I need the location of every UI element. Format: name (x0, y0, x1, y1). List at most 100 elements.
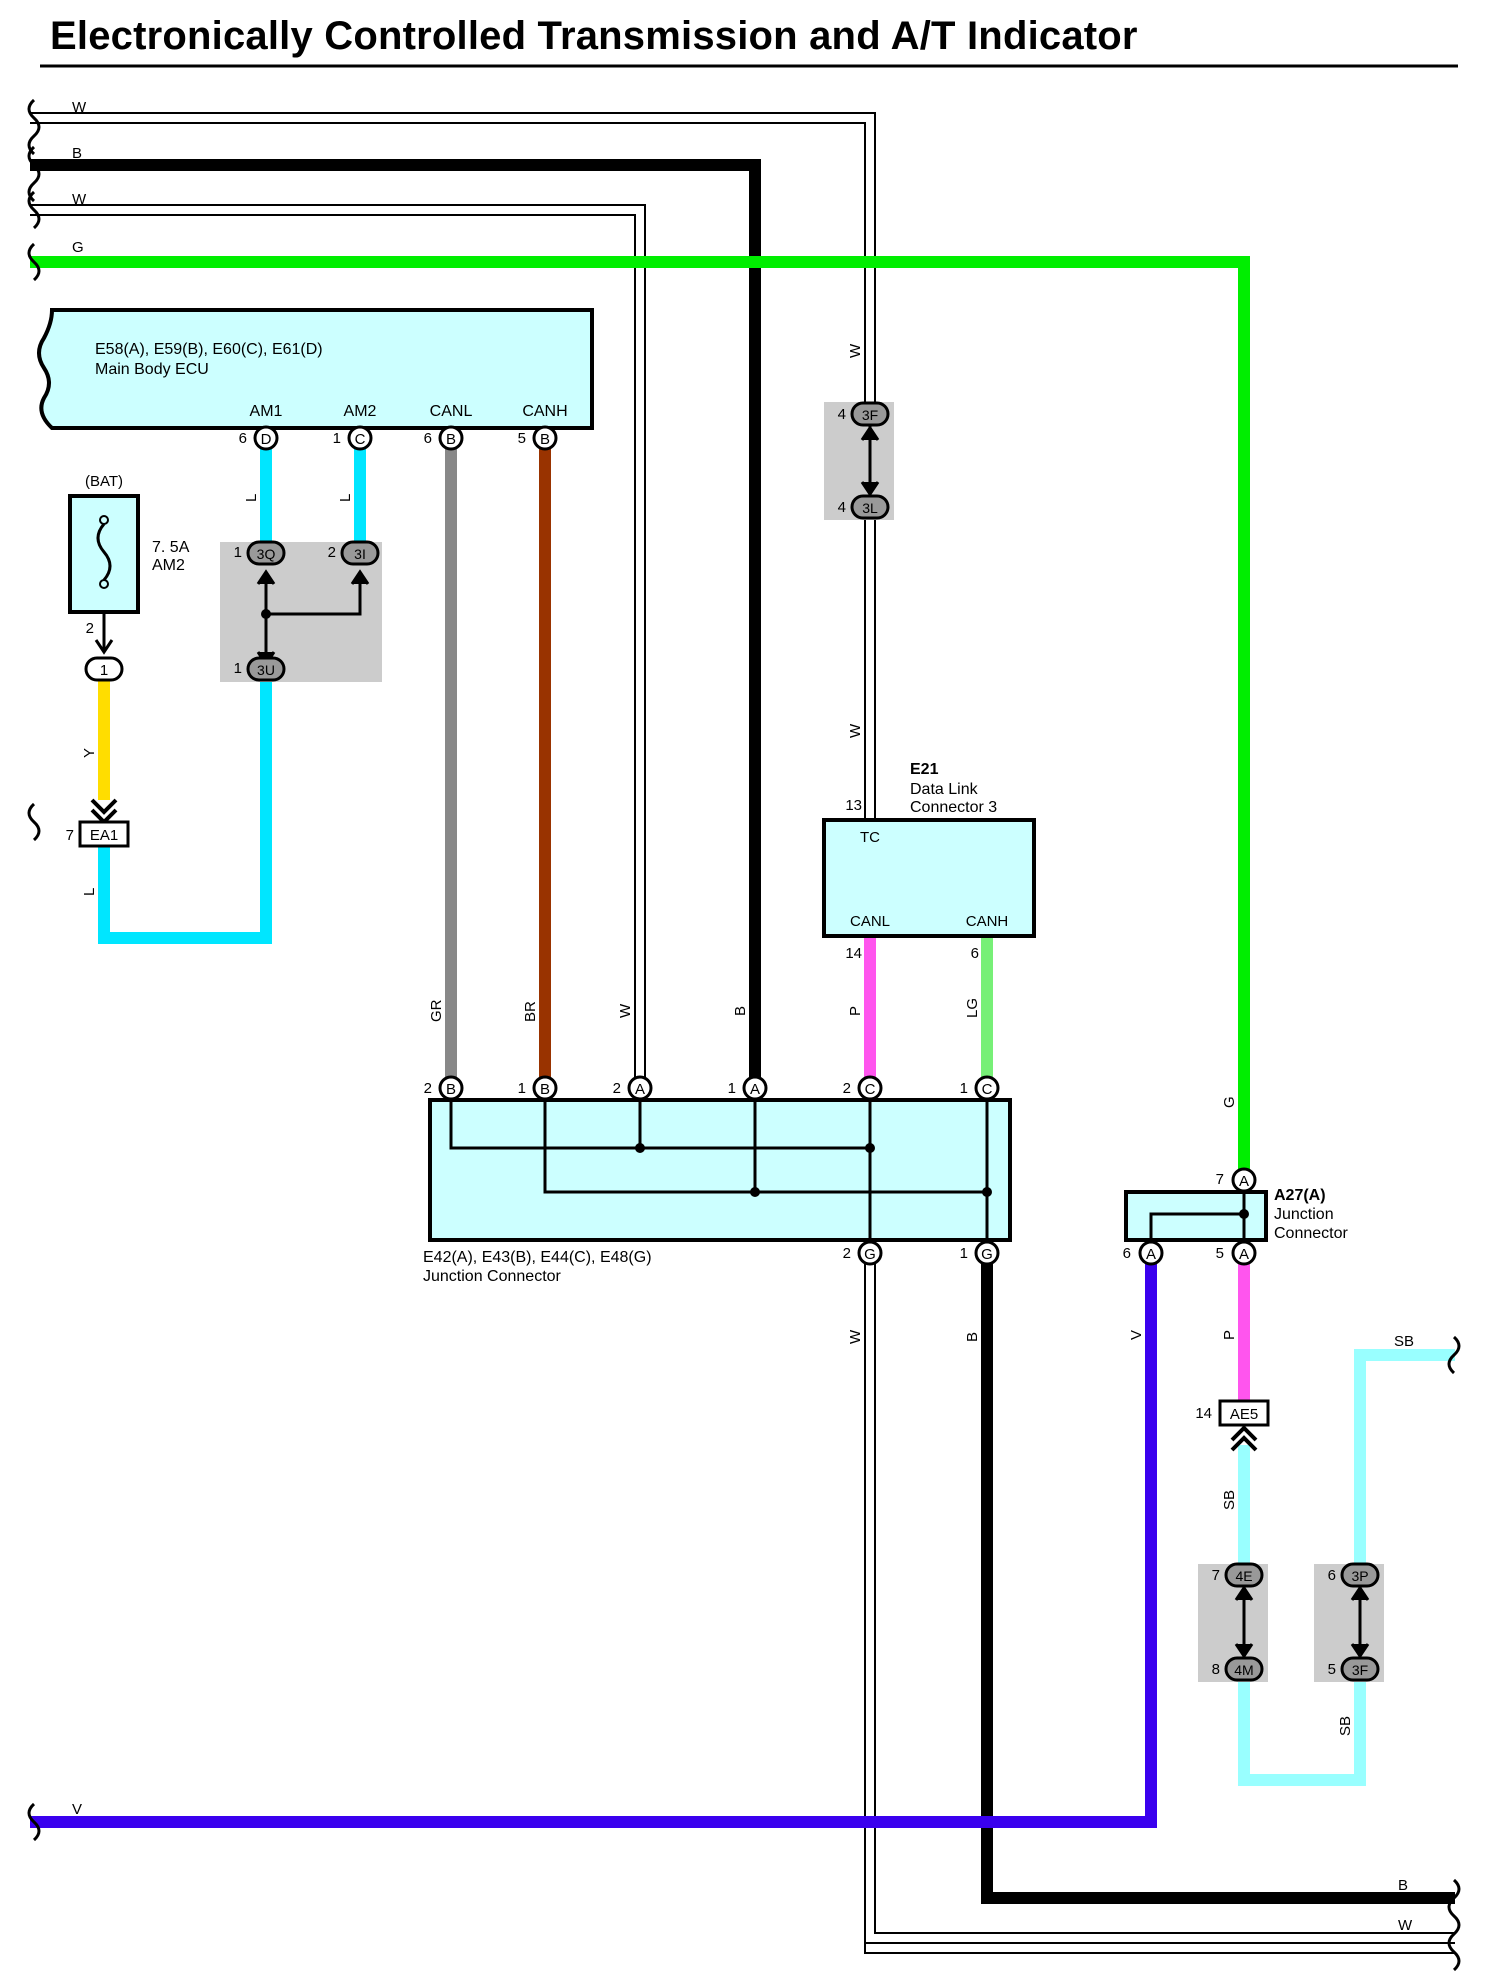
svg-text:1: 1 (728, 1080, 736, 1097)
svg-text:G: G (864, 1246, 876, 1263)
ecu-pin-label-canh: CANH (522, 403, 567, 420)
svg-text:5: 5 (1216, 1245, 1224, 1262)
ecu-pin-am1: 6 D (239, 425, 279, 451)
svg-text:1: 1 (960, 1080, 968, 1097)
wire-label: Y (81, 748, 98, 758)
svg-text:A: A (1239, 1173, 1249, 1190)
svg-text:3U: 3U (257, 662, 275, 678)
wire-v (30, 1256, 1157, 1828)
fuse-source: (BAT) (85, 473, 123, 490)
ecu-name: Main Body ECU (95, 361, 209, 378)
wire-b-top (30, 159, 761, 1086)
svg-text:6: 6 (1328, 1567, 1336, 1584)
wire-breaks-right (1447, 1335, 1461, 1972)
arrow-down-icon (1350, 1643, 1370, 1659)
wire-label: W (847, 343, 864, 358)
arrow-up-icon (256, 569, 276, 585)
svg-text:1: 1 (960, 1245, 968, 1262)
svg-text:7: 7 (1212, 1567, 1220, 1584)
wire-color-labels: W B W G V B W SB W W L L Y L GR BR W B P… (72, 99, 1414, 1934)
a27-junction-connector: 7 A A27(A) Junction Connector 6 A 5 A (1123, 1167, 1348, 1266)
a27-name2: Connector (1274, 1225, 1348, 1242)
e21-name1: Data Link (910, 781, 979, 798)
wire-label: W (847, 1329, 864, 1344)
svg-text:3L: 3L (862, 500, 878, 516)
wire-label: P (847, 1006, 864, 1016)
svg-text:3Q: 3Q (257, 546, 276, 562)
fuse-icon (96, 523, 112, 581)
ecu-pin-am2: 1 C (333, 425, 373, 451)
splice-4e-4m: 7 4E 8 4M (1198, 1562, 1268, 1682)
ecu-pin-label-am1: AM1 (250, 403, 283, 420)
svg-text:6: 6 (1123, 1245, 1131, 1262)
ecu-pin-label-canl: CANL (430, 403, 473, 420)
wire-label: G (72, 239, 84, 256)
wire-label: L (243, 494, 260, 502)
arrow-up-icon (860, 425, 880, 441)
wire-label: SB (1221, 1490, 1238, 1510)
arrow-up-icon (350, 569, 370, 585)
wire-label: V (1128, 1330, 1145, 1340)
junction-connector-e42: E42(A), E43(B), E44(C), E48(G) Junction … (423, 1098, 1012, 1285)
svg-text:4: 4 (838, 406, 846, 423)
wire-label: B (732, 1006, 749, 1016)
svg-text:A: A (750, 1081, 760, 1098)
svg-text:6: 6 (424, 430, 432, 447)
svg-text:B: B (446, 431, 456, 448)
svg-text:AE5: AE5 (1230, 1406, 1258, 1423)
svg-text:4M: 4M (1234, 1662, 1253, 1678)
svg-text:2: 2 (424, 1080, 432, 1097)
fuse-rating: 7. 5A (152, 539, 190, 556)
svg-text:6: 6 (239, 430, 247, 447)
wire-label: G (1221, 1096, 1238, 1108)
svg-text:1: 1 (234, 544, 242, 561)
svg-text:2: 2 (843, 1080, 851, 1097)
svg-text:1: 1 (518, 1080, 526, 1097)
wire-label: W (617, 1003, 634, 1018)
e21-data-link-connector: E21 Data Link Connector 3 13 TC CANL CAN… (822, 761, 1036, 962)
wire-label: W (72, 191, 87, 208)
wire-label: B (1398, 1877, 1408, 1894)
wire-label: BR (522, 1001, 539, 1022)
arrow-up-icon (1350, 1585, 1370, 1601)
svg-text:3I: 3I (354, 546, 366, 562)
svg-text:B: B (446, 1081, 456, 1098)
wire-label: L (81, 888, 98, 896)
fuse-pin: 2 (86, 620, 94, 637)
wire-label: GR (428, 999, 445, 1022)
svg-text:5: 5 (518, 430, 526, 447)
splice-3f-3l: 4 3F 4 3L (824, 401, 894, 520)
svg-text:B: B (540, 431, 550, 448)
wire-label: B (964, 1332, 981, 1342)
svg-text:3P: 3P (1351, 1568, 1368, 1584)
svg-text:C: C (865, 1081, 876, 1098)
wire-label: LG (964, 998, 981, 1018)
double-chevron-icon (1230, 1425, 1258, 1452)
connector-ae5: 14 AE5 (1195, 1399, 1270, 1452)
wire-breaks-left (27, 98, 41, 842)
svg-text:8: 8 (1212, 1661, 1220, 1678)
svg-text:6: 6 (971, 945, 979, 962)
jc-code: E42(A), E43(B), E44(C), E48(G) (423, 1249, 652, 1266)
svg-text:14: 14 (845, 945, 862, 962)
svg-text:3F: 3F (862, 407, 878, 423)
svg-text:5: 5 (1328, 1661, 1336, 1678)
wire-label: P (1221, 1330, 1238, 1340)
svg-text:EA1: EA1 (90, 827, 118, 844)
svg-text:B: B (540, 1081, 550, 1098)
splice-3q-3i-3u: 1 3Q 2 3I 1 3U (220, 540, 382, 682)
wire-label: W (1398, 1917, 1413, 1934)
svg-text:C: C (355, 431, 366, 448)
wire-b-bottom (981, 1256, 1455, 1904)
page-title: Electronically Controlled Transmission a… (50, 14, 1138, 58)
wires (30, 112, 1455, 1954)
main-body-ecu: E58(A), E59(B), E60(C), E61(D) Main Body… (37, 308, 594, 430)
fuse-am2: (BAT) 7. 5A AM2 2 1 (68, 473, 190, 682)
wire-label: V (72, 1801, 82, 1818)
